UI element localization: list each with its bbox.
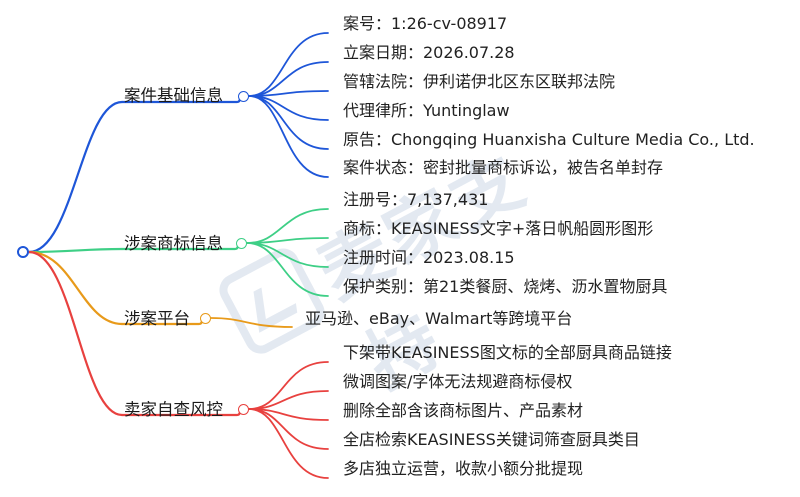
risk-item-delist: 下架带KEASINESS图文标的全部厨具商品链接 — [343, 343, 672, 362]
item-link-trademark-3 — [246, 242, 329, 297]
root-link-case — [27, 100, 124, 254]
branch-label-risk-control[interactable]: 卖家自查风控 — [124, 400, 223, 419]
registration-date-item: 注册时间：2023.08.15 — [343, 248, 515, 267]
court-item: 管辖法院：伊利诺伊北区东区联邦法院 — [343, 72, 616, 91]
branch-label-platforms[interactable]: 涉案平台 — [124, 309, 190, 328]
root-link-risk — [27, 250, 124, 417]
item-link-risk-4 — [248, 408, 329, 479]
branch-knot-trademark-info[interactable] — [236, 238, 247, 249]
item-link-trademark-0 — [246, 208, 329, 244]
branch-label-trademark-info[interactable]: 涉案商标信息 — [124, 234, 223, 253]
case-status-item: 案件状态：密封批量商标诉讼，被告名单封存 — [343, 158, 664, 177]
platforms-item: 亚马逊、eBay、Walmart等跨境平台 — [305, 309, 573, 328]
registration-number-item: 注册号：7,137,431 — [343, 190, 489, 209]
risk-item-multi-store: 多店独立运营，收款小额分批提现 — [343, 459, 584, 478]
branch-knot-platforms[interactable] — [200, 313, 211, 324]
root-node[interactable] — [17, 246, 29, 258]
item-link-risk-0 — [248, 361, 329, 410]
item-link-platform-0 — [210, 317, 293, 328]
trademark-item: 商标：KEASINESS文字+落日帆船圆形图形 — [343, 219, 654, 238]
branch-label-case-info[interactable]: 案件基础信息 — [124, 86, 223, 105]
item-link-trademark-2 — [246, 242, 329, 268]
risk-item-design-change: 微调图案/字体无法规避商标侵权 — [343, 372, 573, 391]
risk-item-delete-images: 删除全部含该商标图片、产品素材 — [343, 401, 584, 420]
case-number-item: 案号：1:26-cv-08917 — [343, 14, 508, 33]
filing-date-item: 立案日期：2026.07.28 — [343, 43, 515, 62]
branch-knot-case-info[interactable] — [238, 91, 249, 102]
item-link-case-1 — [248, 61, 329, 97]
item-link-case-4 — [248, 95, 329, 150]
law-firm-item: 代理律所：Yuntinglaw — [343, 101, 510, 120]
root-link-trademark — [27, 247, 124, 254]
branch-knot-risk-control[interactable] — [238, 404, 249, 415]
plaintiff-item: 原告：Chongqing Huanxisha Culture Media Co.… — [343, 130, 755, 149]
item-link-risk-1 — [248, 390, 329, 410]
risk-item-keyword-scan: 全店检索KEASINESS关键词筛查厨具类目 — [343, 430, 640, 449]
root-link-platform — [27, 250, 124, 326]
protection-class-item: 保护类别：第21类餐厨、烧烤、沥水置物厨具 — [343, 277, 668, 296]
item-link-case-5 — [248, 95, 329, 178]
item-link-case-0 — [248, 32, 329, 97]
